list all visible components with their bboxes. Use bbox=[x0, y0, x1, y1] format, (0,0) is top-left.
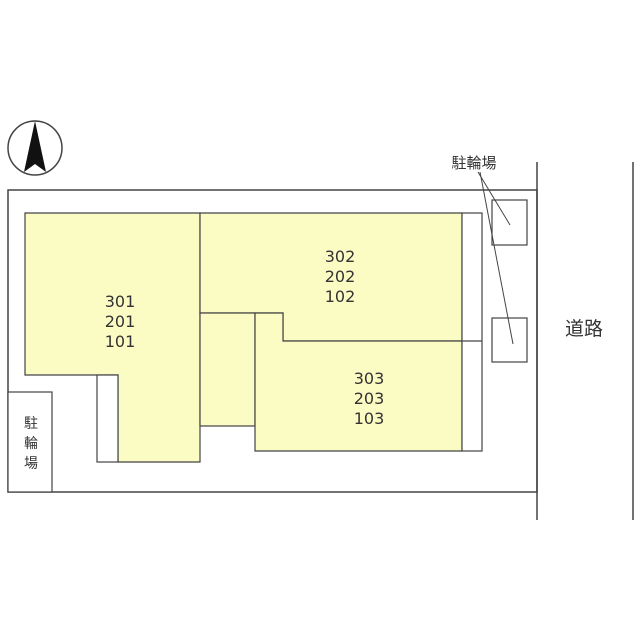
bicycle-parking-label-right: 駐輪場 bbox=[451, 154, 496, 172]
bicycle-parking-label-left-3: 場 bbox=[24, 456, 38, 472]
unit-1-recess bbox=[96, 374, 119, 463]
unit-1-label-line-1: 301 bbox=[105, 292, 136, 311]
bicycle-parking-label-left-2: 輪 bbox=[24, 435, 38, 452]
unit-3-label-line-1: 303 bbox=[354, 369, 385, 388]
unit-3-label-line-2: 203 bbox=[354, 389, 385, 408]
leader-line-1 bbox=[477, 171, 511, 226]
unit-1-label-line-2: 201 bbox=[105, 312, 136, 331]
bicycle-parking-left bbox=[7, 391, 53, 493]
stair-core bbox=[199, 312, 256, 427]
unit-2-label-line-1: 302 bbox=[325, 247, 356, 266]
unit-2-label-line-3: 102 bbox=[325, 287, 356, 306]
balcony-strip bbox=[461, 212, 483, 452]
leader-line-2 bbox=[479, 171, 514, 345]
road-label: 道路 bbox=[565, 318, 603, 340]
north-arrow-icon bbox=[7, 120, 63, 176]
bicycle-parking-label-left-1: 駐 bbox=[24, 416, 38, 432]
unit-3-label-line-3: 103 bbox=[354, 409, 385, 428]
bicycle-parking-box-1 bbox=[491, 199, 528, 246]
unit-1-label-line-3: 101 bbox=[105, 332, 136, 351]
unit-2-label-line-2: 202 bbox=[325, 267, 356, 286]
